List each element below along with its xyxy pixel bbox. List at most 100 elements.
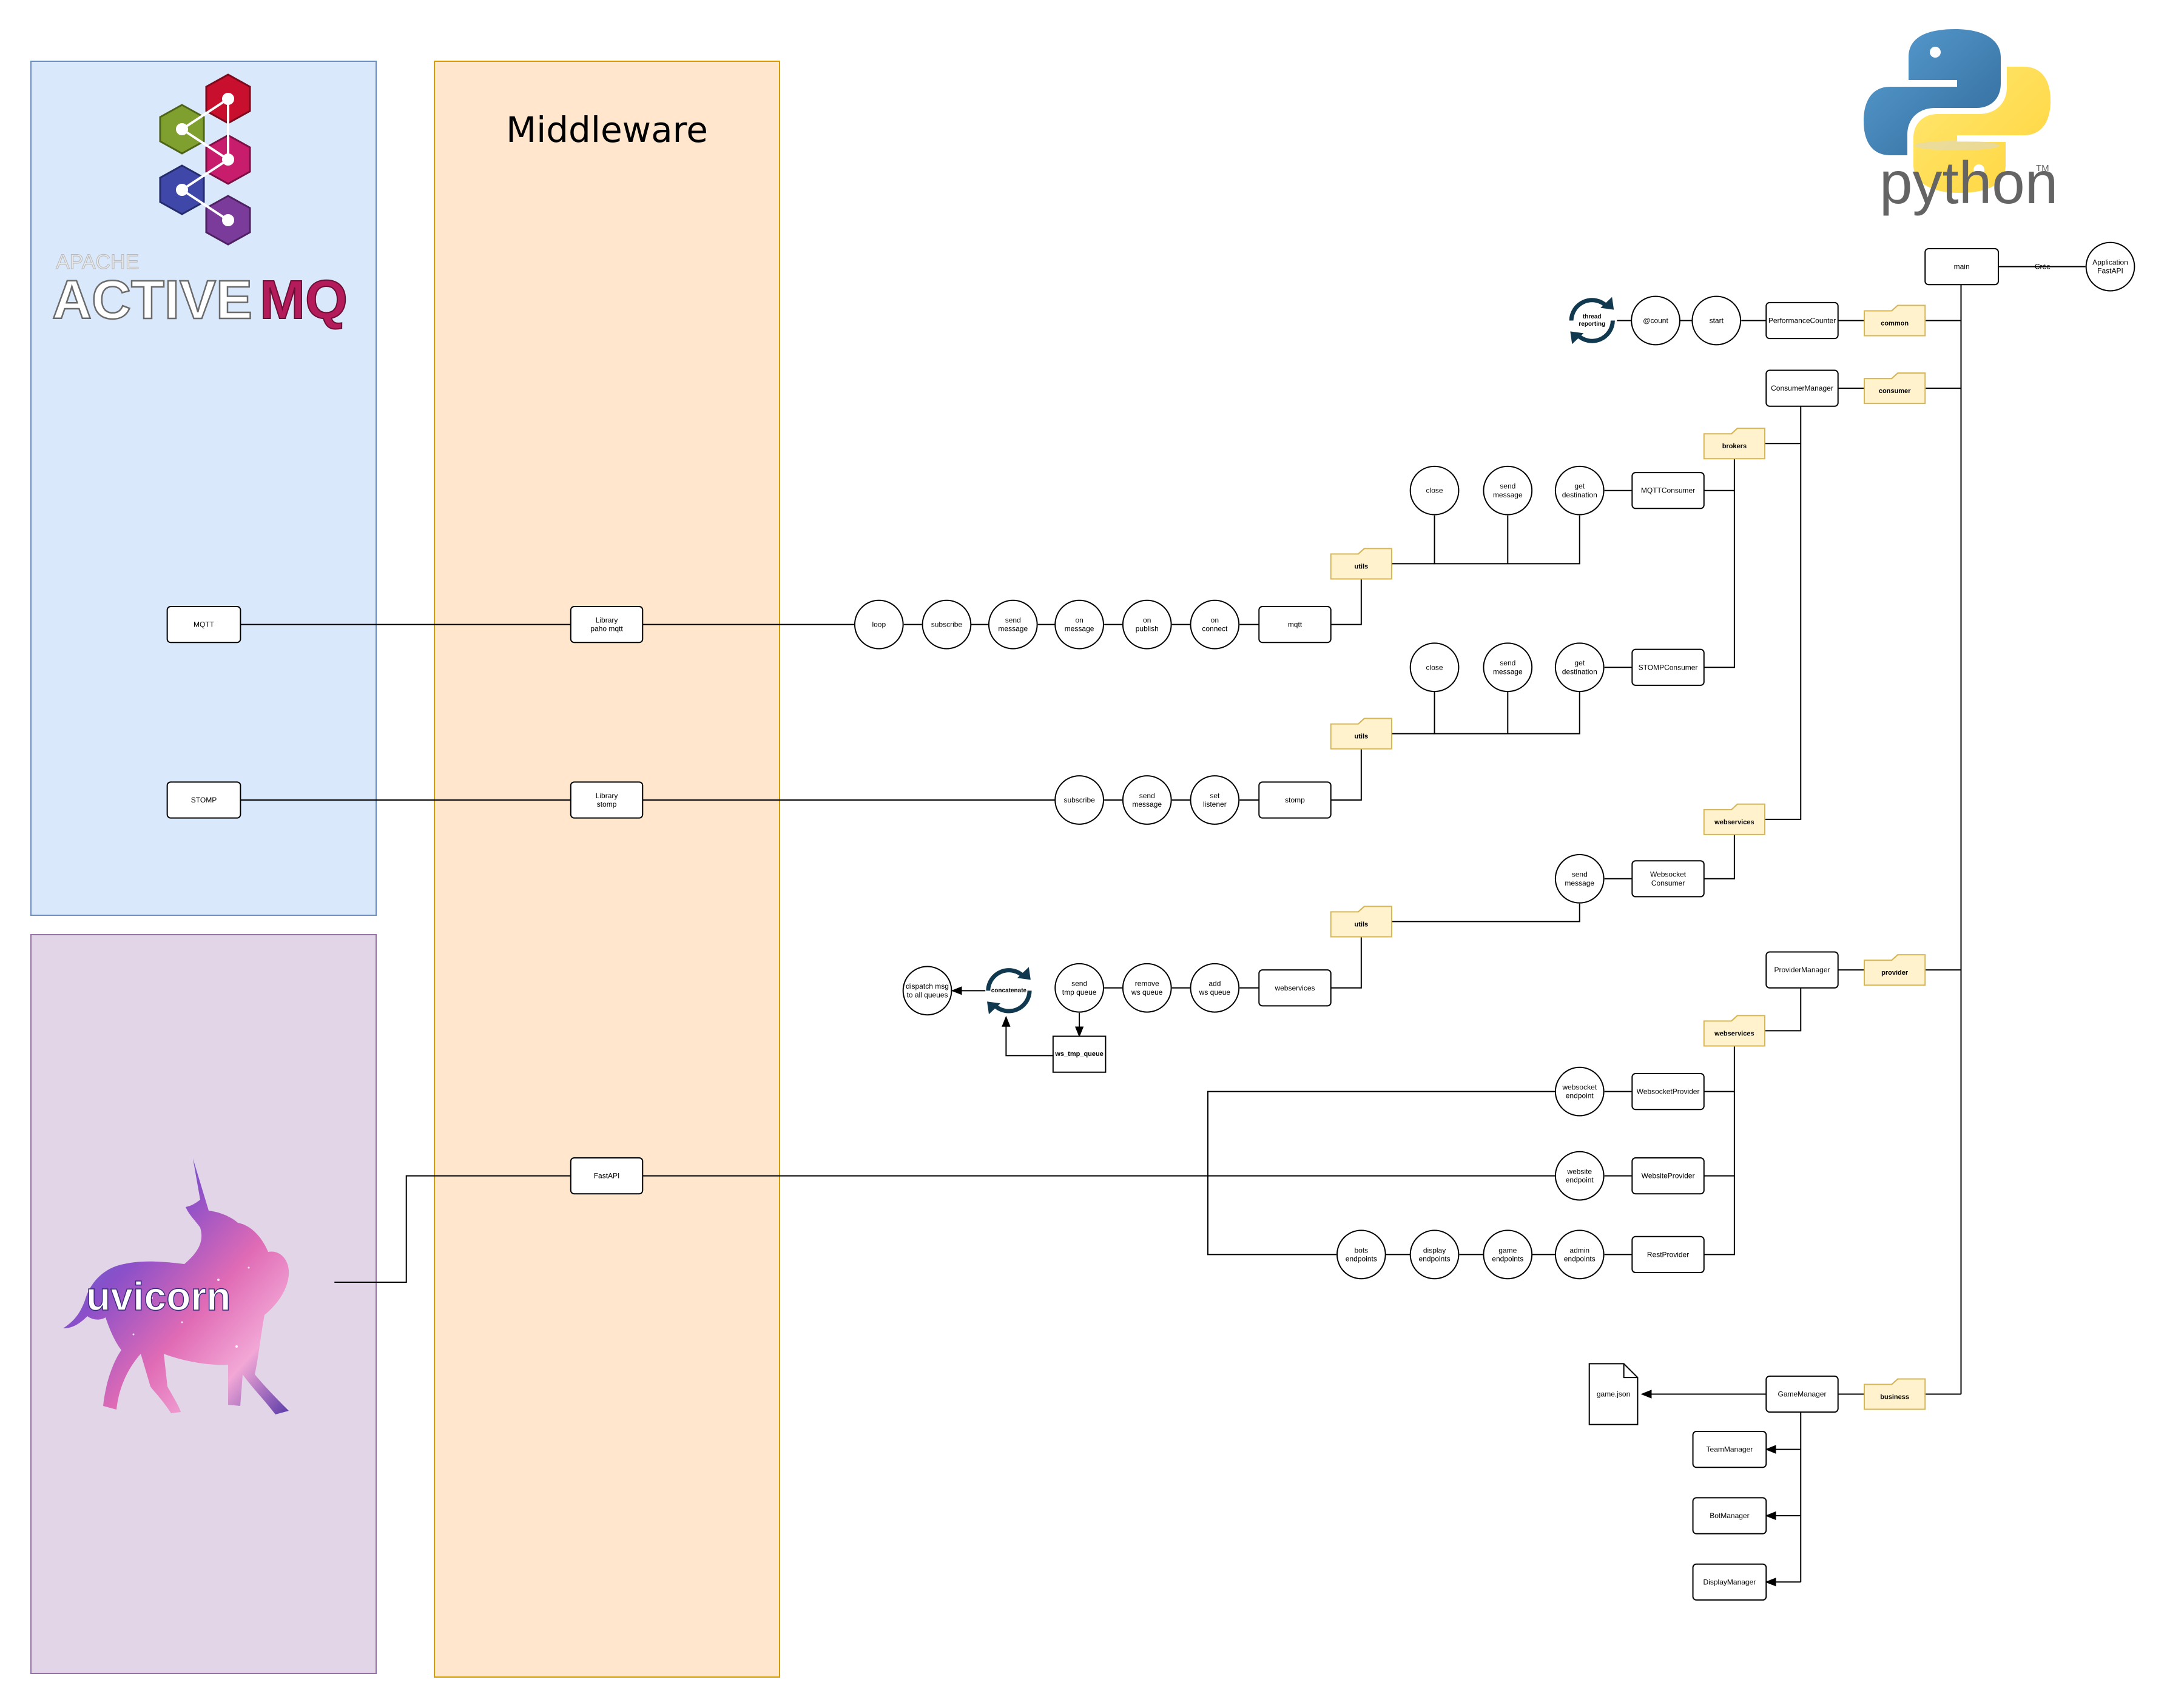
start-node[interactable]: start: [1691, 295, 1742, 346]
node-label: on: [1143, 616, 1151, 625]
loop-node[interactable]: loop: [854, 599, 904, 650]
uvicorn-logo: uvicorn: [63, 1158, 289, 1414]
uvicorn-to-fastapi: [334, 1175, 571, 1283]
mqtt-util-node[interactable]: mqtt: [1258, 606, 1332, 644]
node-label: on: [1075, 616, 1083, 625]
connector-lines: [240, 266, 2086, 1587]
team-manager-node[interactable]: TeamManager: [1692, 1431, 1767, 1468]
provider-manager-node[interactable]: ProviderManager: [1765, 951, 1839, 989]
close-method-node[interactable]: close: [1409, 642, 1460, 693]
provider-folder[interactable]: provider: [1864, 954, 1926, 986]
utils-folder[interactable]: utils: [1330, 906, 1392, 938]
consumer-manager-node[interactable]: ConsumerManager: [1765, 369, 1839, 407]
websocket-provider-node[interactable]: WebsocketProvider: [1631, 1073, 1705, 1111]
webservices-folder[interactable]: webservices: [1703, 1015, 1766, 1047]
node-label: set: [1210, 792, 1220, 800]
node-label: webservices: [1714, 819, 1754, 826]
common-folder[interactable]: common: [1864, 304, 1926, 337]
rest-provider-node[interactable]: RestProvider: [1631, 1236, 1705, 1274]
node-label: message: [1132, 800, 1162, 809]
subscribe-node[interactable]: subscribe: [922, 599, 972, 650]
main-node[interactable]: main: [1924, 248, 1999, 286]
refresh-icon: [1569, 298, 1608, 321]
node-label: ConsumerManager: [1771, 384, 1833, 392]
consumer-folder[interactable]: consumer: [1864, 372, 1926, 405]
business-folder[interactable]: business: [1864, 1378, 1926, 1410]
node-label: Library: [596, 616, 618, 625]
node-label: utils: [1355, 733, 1369, 741]
node-label: send: [1071, 980, 1087, 988]
close-method-node[interactable]: close: [1409, 465, 1460, 516]
game-json-file[interactable]: game.json: [1588, 1363, 1639, 1425]
node-label: game: [1498, 1246, 1517, 1254]
performance-counter-node[interactable]: PerformanceCounter: [1765, 301, 1839, 340]
node-label: subscribe: [931, 620, 963, 629]
webservices-folder[interactable]: webservices: [1703, 803, 1766, 835]
node-label: send: [1139, 792, 1155, 800]
mqtt-consumer-node[interactable]: MQTTConsumer: [1631, 472, 1705, 509]
display-manager-node[interactable]: DisplayManager: [1692, 1563, 1767, 1601]
node-label: remove: [1135, 980, 1159, 988]
node-label: utils: [1355, 921, 1369, 928]
node-label: GameManager: [1778, 1390, 1826, 1399]
node-label: message: [1493, 667, 1523, 676]
node-label: DisplayManager: [1704, 1578, 1756, 1586]
utils-folder[interactable]: utils: [1330, 548, 1392, 580]
node-label: thread: [1583, 314, 1602, 320]
node-label: get: [1574, 482, 1585, 491]
node-label: webservices: [1274, 984, 1315, 992]
node-label: tmp queue: [1062, 988, 1097, 997]
node-label: get: [1574, 659, 1585, 667]
website-provider-node[interactable]: WebsiteProvider: [1631, 1157, 1705, 1195]
python-logo-trademark: TM: [2036, 163, 2049, 173]
count-decorator-node[interactable]: @count: [1631, 295, 1680, 346]
node-label: TeamManager: [1707, 1445, 1753, 1454]
fastapi-node[interactable]: FastAPI: [570, 1157, 644, 1195]
node-label: PerformanceCounter: [1768, 316, 1836, 324]
stomp-util-node[interactable]: stomp: [1258, 781, 1332, 819]
stomp-consumer-node[interactable]: STOMPConsumer: [1631, 648, 1705, 686]
utils-folder[interactable]: utils: [1330, 718, 1392, 750]
node-label: stomp: [597, 800, 617, 809]
node-label: send: [1572, 870, 1588, 879]
node-label: endpoints: [1346, 1255, 1377, 1263]
bot-manager-node[interactable]: BotManager: [1692, 1497, 1767, 1535]
brokers-folder[interactable]: brokers: [1703, 428, 1766, 460]
node-label: ws queue: [1131, 988, 1163, 997]
python-logo: python TM: [1864, 29, 2058, 216]
game-manager-node[interactable]: GameManager: [1765, 1375, 1839, 1413]
subscribe-node[interactable]: subscribe: [1054, 775, 1104, 825]
mqtt-node[interactable]: MQTT: [166, 606, 241, 644]
webservices-util-node[interactable]: webservices: [1258, 969, 1332, 1007]
stomp-node[interactable]: STOMP: [166, 781, 241, 819]
utils3-to-webservices: [1330, 935, 1362, 989]
webservices1-to-wsconsumer: [1704, 833, 1735, 879]
node-label: message: [1493, 491, 1523, 499]
ws-tmp-queue-node[interactable]: ws_tmp_queue: [1052, 1035, 1107, 1073]
